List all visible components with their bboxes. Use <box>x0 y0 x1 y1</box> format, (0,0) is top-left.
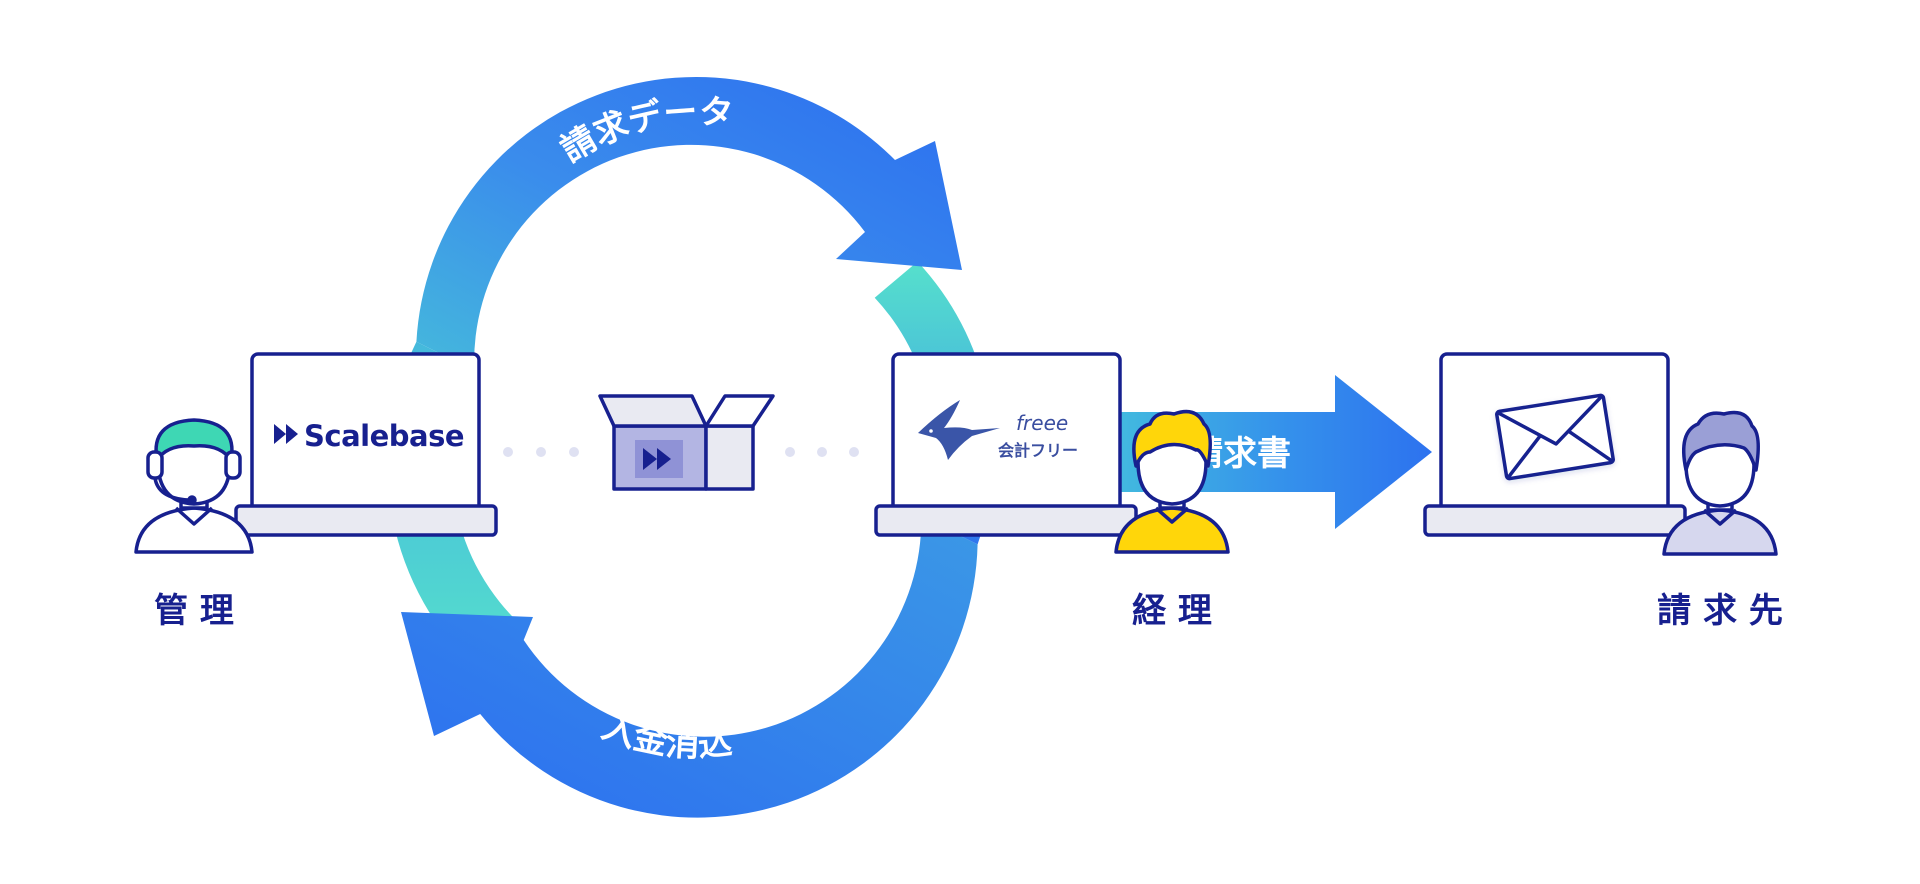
accounting-person-icon <box>1114 409 1230 554</box>
freee-bird-icon <box>918 400 1000 460</box>
scalebase-logo-text: Scalebase <box>304 419 464 453</box>
management-person-icon <box>134 418 254 554</box>
dotted-connector-right <box>785 447 859 457</box>
cycle-top-arrow <box>416 76 962 371</box>
cycle-bottom-arrow <box>401 516 978 818</box>
recipient-person-icon <box>1662 410 1778 556</box>
scalebase-logo-icon <box>274 424 298 444</box>
box-icon <box>598 394 775 491</box>
freee-script-text: freee <box>1016 411 1068 435</box>
dotted-connector-left <box>503 447 579 457</box>
role-label-recipient: 請 求 先 <box>1657 591 1783 631</box>
freee-product-text: 会計フリー <box>998 441 1078 460</box>
role-label-accounting: 経 理 <box>1132 591 1212 631</box>
role-label-management: 管 理 <box>154 591 234 631</box>
envelope-icon <box>1495 393 1615 481</box>
freee-laptop <box>874 352 1138 537</box>
